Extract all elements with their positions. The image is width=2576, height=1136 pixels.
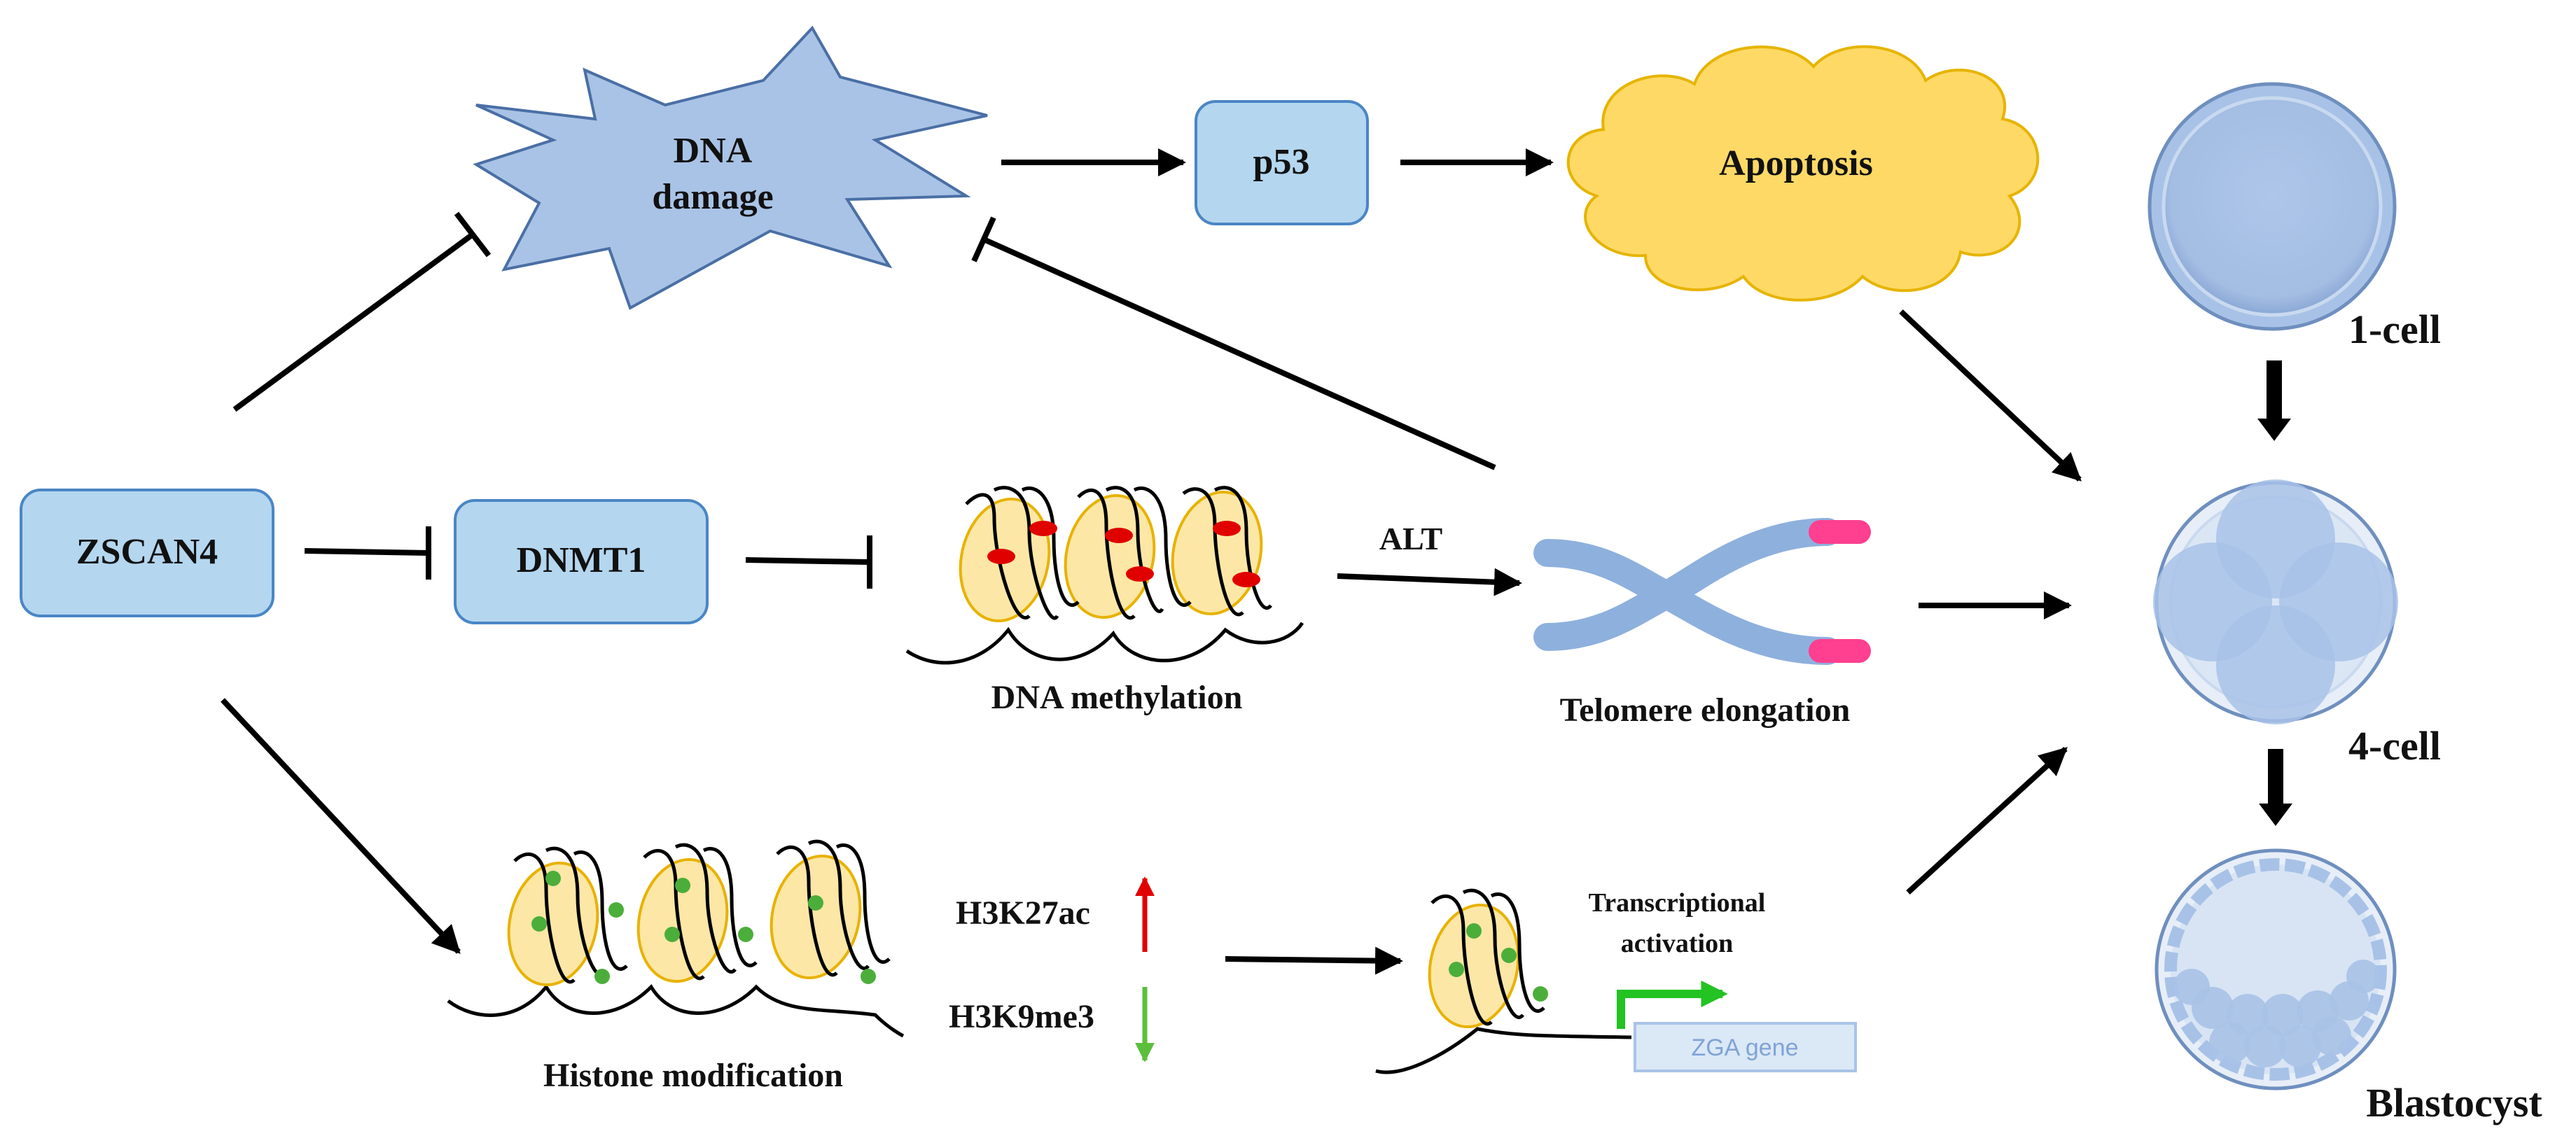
apoptosis-to-4cell-arrow xyxy=(1899,309,2082,482)
dna-methylation-label: DNA methylation xyxy=(991,679,1243,716)
alt-arrow xyxy=(1337,568,1522,596)
p53-node: p53 xyxy=(1195,100,1369,225)
transcriptional-label-line2: activation xyxy=(1621,929,1733,958)
four-cell-embryo xyxy=(2153,479,2398,724)
zscan4-node: ZSCAN4 xyxy=(20,489,274,617)
zscan4-inhibits-dnmt1 xyxy=(304,526,431,580)
tss-arrow xyxy=(1617,980,1728,1029)
h3k9me3-label: H3K9me3 xyxy=(949,998,1094,1035)
zscan4-to-histone-arrow xyxy=(221,698,461,954)
zscan4-inhibits-dna-damage xyxy=(232,211,492,412)
dnmt1-node: DNMT1 xyxy=(454,499,709,624)
alt-label: ALT xyxy=(1379,521,1442,556)
blastocyst-embryo xyxy=(2154,848,2397,1091)
dnmt1-label: DNMT1 xyxy=(517,540,646,580)
histone-to-zga-arrow xyxy=(1225,946,1403,975)
telomere-chromosome xyxy=(1533,518,1871,665)
one-cell-label: 1-cell xyxy=(2348,307,2441,352)
dna-damage-node: DNA damage xyxy=(473,25,988,310)
dna-damage-label-line2: damage xyxy=(652,177,773,217)
stage-arrow-2-head xyxy=(2259,804,2292,826)
zscan4-label: ZSCAN4 xyxy=(76,532,218,572)
h3k27ac-label: H3K27ac xyxy=(956,895,1090,932)
stage-arrow-1-head xyxy=(2257,419,2291,441)
one-cell-embryo xyxy=(2147,82,2397,331)
dnmt1-inhibits-dna-methylation xyxy=(745,535,872,589)
four-cell-label: 4-cell xyxy=(2348,723,2441,769)
dna-damage-label-line1: DNA xyxy=(674,131,753,171)
zga-to-4cell-arrow xyxy=(1906,747,2068,895)
transcriptional-label-line1: Transcriptional xyxy=(1589,888,1766,918)
telomere-elongation-label: Telomere elongation xyxy=(1560,692,1851,729)
p53-label: p53 xyxy=(1253,142,1310,182)
apoptosis-node: Apoptosis xyxy=(1566,45,2040,302)
histone-modification-label: Histone modification xyxy=(543,1057,843,1094)
blastocyst-label: Blastocyst xyxy=(2366,1080,2542,1126)
telomere-inhibits-dna-damage xyxy=(971,216,1496,470)
dna-methylation-nucleosomes xyxy=(905,482,1304,665)
zga-gene-box: ZGA gene xyxy=(1634,1022,1857,1072)
apoptosis-label: Apoptosis xyxy=(1719,143,1873,183)
zga-gene-label: ZGA gene xyxy=(1691,1035,1798,1061)
histone-modification-nucleosomes xyxy=(447,839,905,1038)
zga-nucleosome xyxy=(1375,888,1632,1074)
